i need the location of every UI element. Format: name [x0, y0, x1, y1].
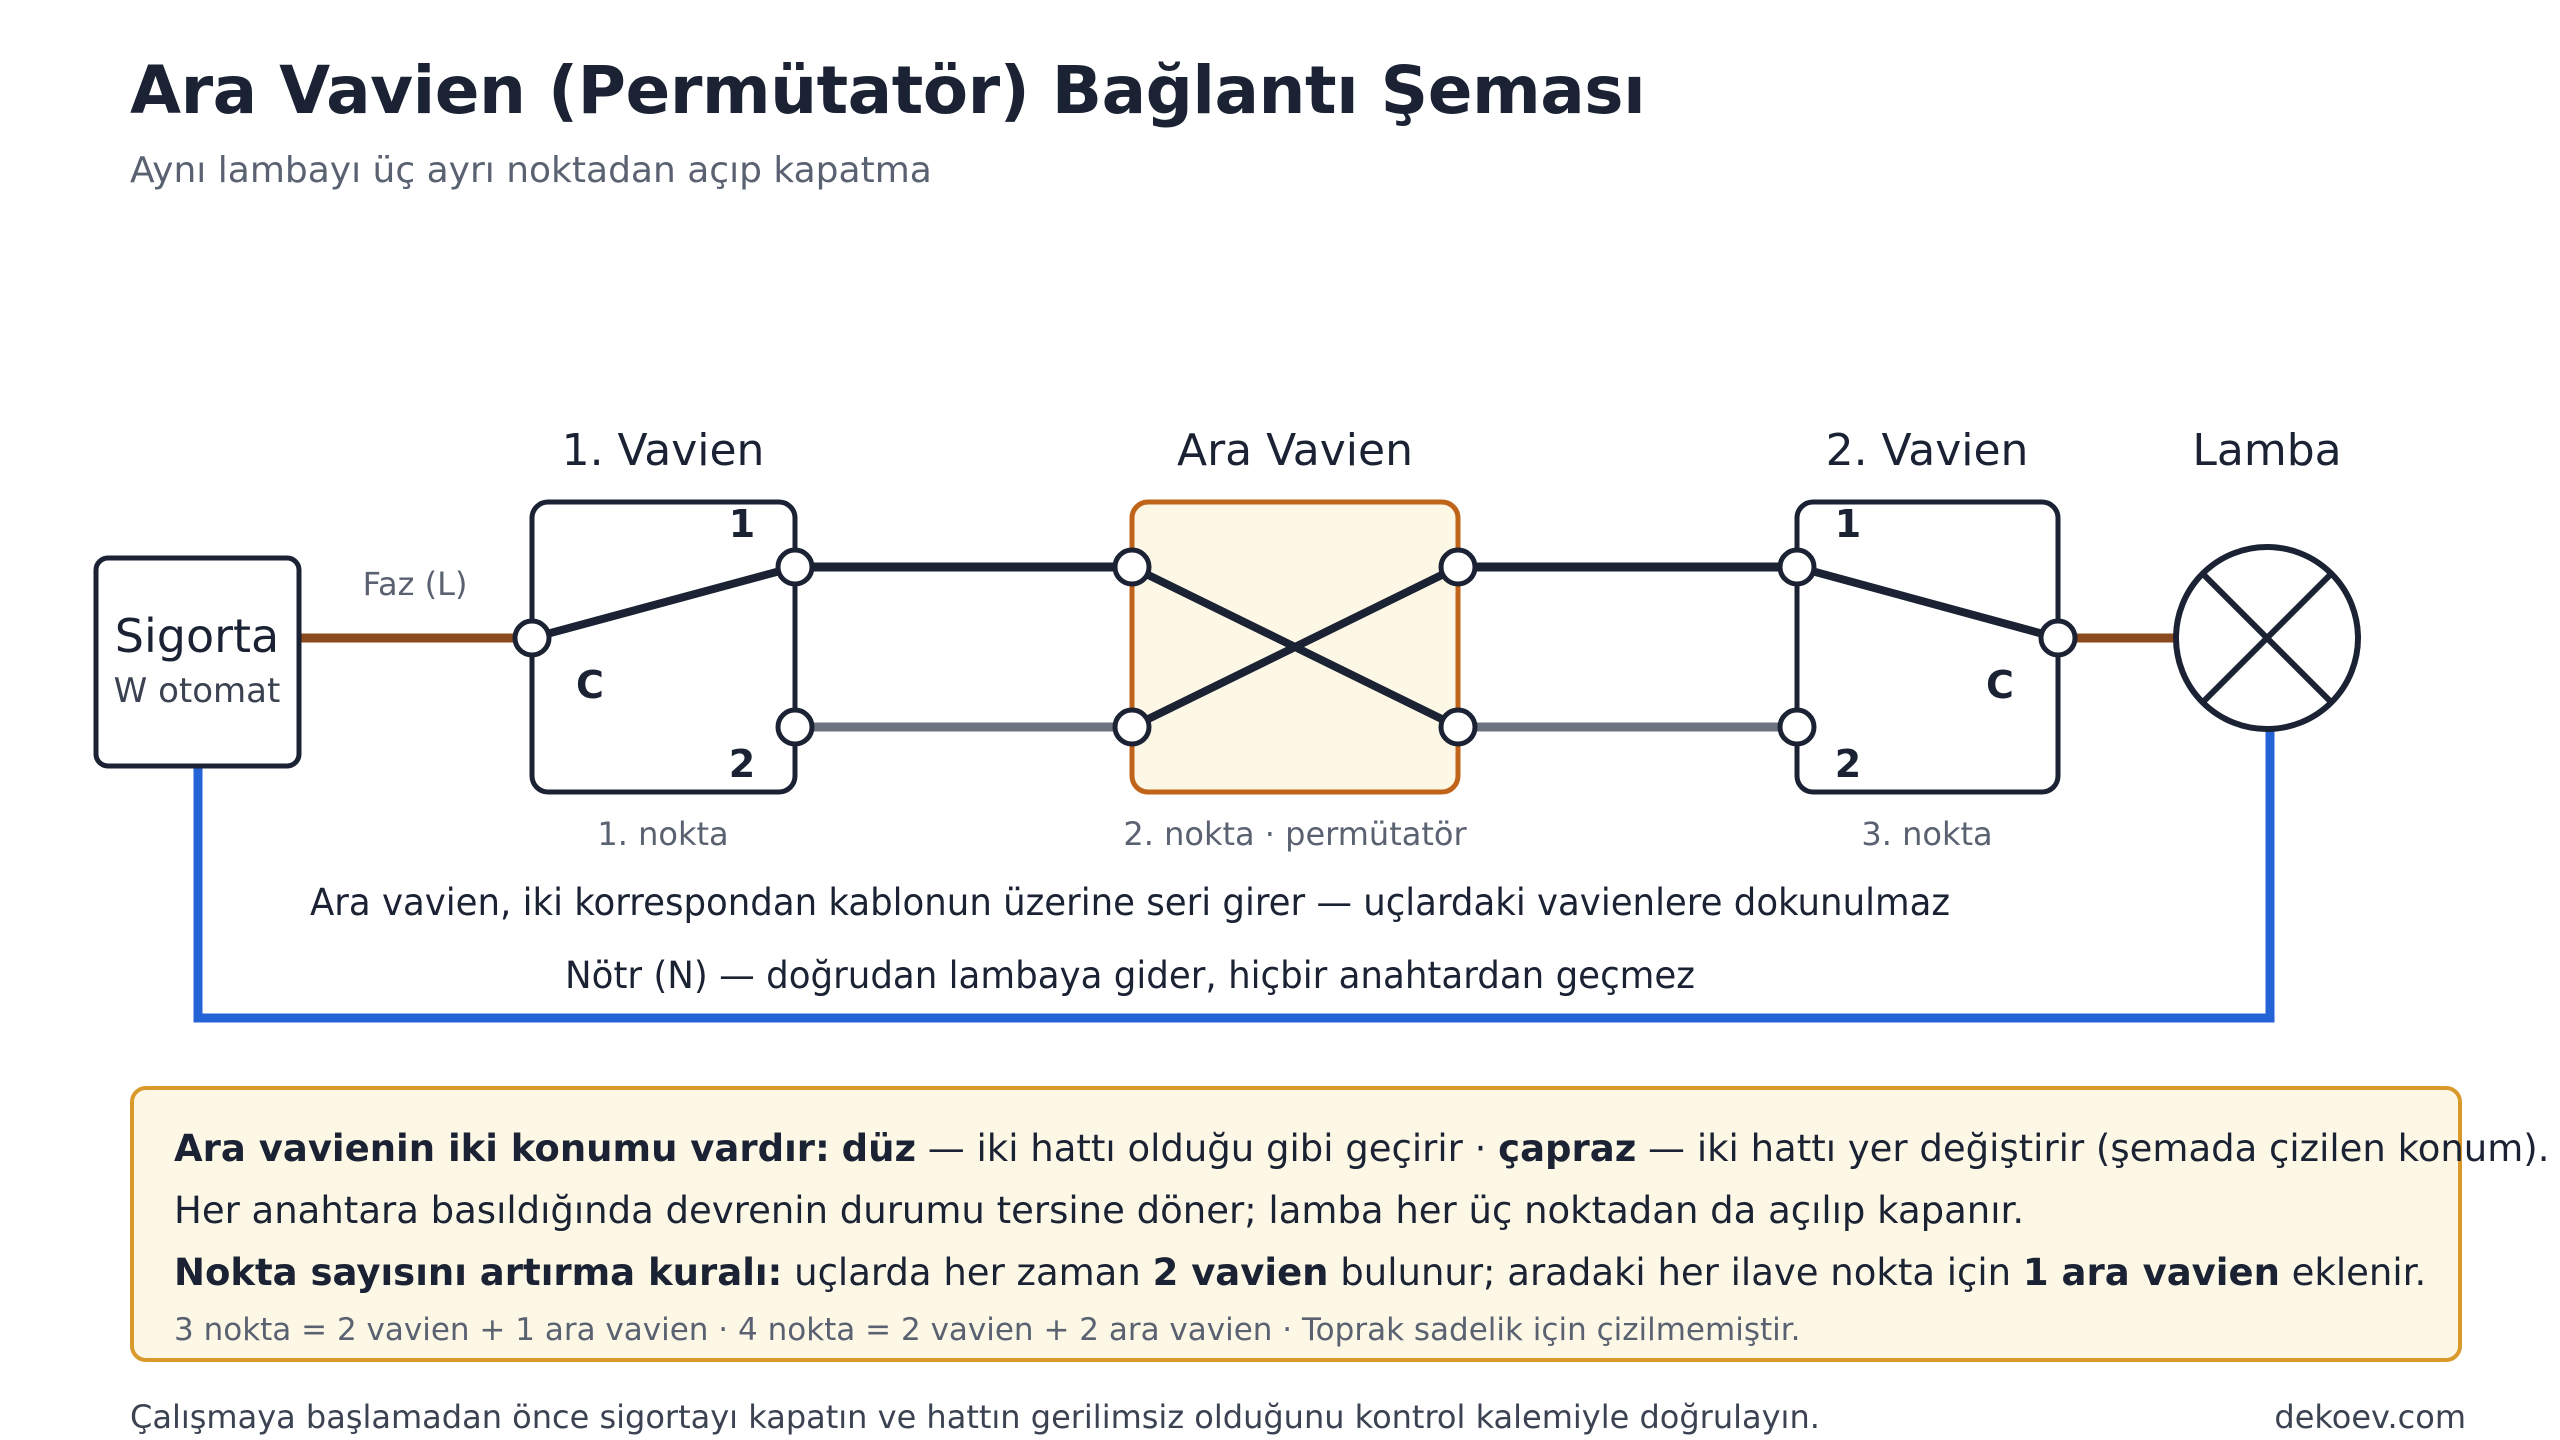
intermediate-terminal-tr: [1438, 547, 1478, 587]
info-cross-term: çapraz: [1498, 1127, 1637, 1170]
switch1-box: 1 C 2: [512, 499, 815, 795]
switch2-caption: 3. nokta: [1861, 815, 1992, 853]
info-rule-text-3: eklenir.: [2279, 1251, 2427, 1294]
intermediate-caption: 2. nokta · permütatör: [1123, 815, 1467, 853]
intermediate-terminal-tl: [1112, 547, 1152, 587]
switch1-lever: [530, 563, 797, 642]
fuse-box: Sigorta W otomat: [93, 555, 302, 769]
switch2-terminal-2: [1777, 707, 1817, 747]
lamp-title: Lamba: [2192, 425, 2341, 476]
switch1-label-2: 2: [729, 742, 755, 786]
fuse-type: W otomat: [114, 671, 281, 711]
intermediate-cross-2: [1130, 563, 1460, 731]
switch1-terminal-1: [775, 547, 815, 587]
info-positions-heading: Ara vavienin iki konumu vardır:: [174, 1127, 830, 1170]
info-cross-desc: — iki hattı yer değiştirir (şemada çizil…: [1636, 1127, 2550, 1170]
neutral-note: Nötr (N) — doğrudan lambaya gider, hiçbi…: [565, 954, 1695, 997]
info-line-examples: 3 nokta = 2 vavien + 1 ara vavien · 4 no…: [174, 1312, 1801, 1348]
info-line-toggle: Her anahtara basıldığında devrenin durum…: [174, 1189, 2025, 1232]
page-subtitle: Aynı lambayı üç ayrı noktadan açıp kapat…: [130, 150, 932, 191]
switch2-terminal-1: [1777, 547, 1817, 587]
intermediate-terminal-br: [1438, 707, 1478, 747]
info-rule-text-1: uçlarda her zaman: [782, 1251, 1153, 1294]
switch2-lever: [1795, 563, 2060, 642]
switch2-label-1: 1: [1835, 502, 1861, 546]
info-rule-intermediate: 1 ara vavien: [2022, 1251, 2280, 1294]
phase-label: Faz (L): [363, 565, 468, 603]
safety-warning: Çalışmaya başlamadan önce sigortayı kapa…: [130, 1398, 1820, 1436]
switch2-title: 2. Vavien: [1826, 425, 2029, 476]
info-straight-desc: — iki hattı olduğu gibi geçirir ·: [916, 1127, 1499, 1170]
series-note: Ara vavien, iki korrespondan kablonun üz…: [310, 881, 1950, 924]
switch1-terminal-2: [775, 707, 815, 747]
switch1-caption: 1. nokta: [597, 815, 728, 853]
info-rule-vavien: 2 vavien: [1152, 1251, 1329, 1294]
info-rule-heading: Nokta sayısını artırma kuralı:: [174, 1251, 783, 1294]
switch2-box: 1 C 2: [1777, 499, 2078, 795]
info-box: Ara vavienin iki konumu vardır: düz — ik…: [130, 1086, 2550, 1362]
page-title: Ara Vavien (Permütatör) Bağlantı Şeması: [130, 52, 1646, 129]
switch2-label-c: C: [1986, 663, 2014, 707]
info-line-rule: Nokta sayısını artırma kuralı: uçlarda h…: [174, 1242, 2426, 1304]
switch2-terminal-c: [2038, 618, 2078, 658]
info-line-positions: Ara vavienin iki konumu vardır: düz — ik…: [174, 1118, 2550, 1180]
website-link[interactable]: dekoev.com: [2274, 1398, 2466, 1436]
lamp-cross-icon: [2173, 544, 2361, 732]
info-rule-text-2: bulunur; aradaki her ilave nokta için: [1328, 1251, 2023, 1294]
intermediate-title: Ara Vavien: [1177, 425, 1413, 476]
info-straight-term: düz: [841, 1127, 916, 1170]
neutral-wire: [193, 730, 2275, 1023]
switch2-label-2: 2: [1835, 742, 1861, 786]
switch1-terminal-c: [512, 618, 552, 658]
intermediate-terminal-bl: [1112, 707, 1152, 747]
switch1-title: 1. Vavien: [562, 425, 765, 476]
fuse-label: Sigorta: [115, 609, 279, 663]
switch1-label-1: 1: [729, 502, 755, 546]
intermediate-box: [1112, 499, 1478, 795]
switch1-label-c: C: [576, 663, 604, 707]
